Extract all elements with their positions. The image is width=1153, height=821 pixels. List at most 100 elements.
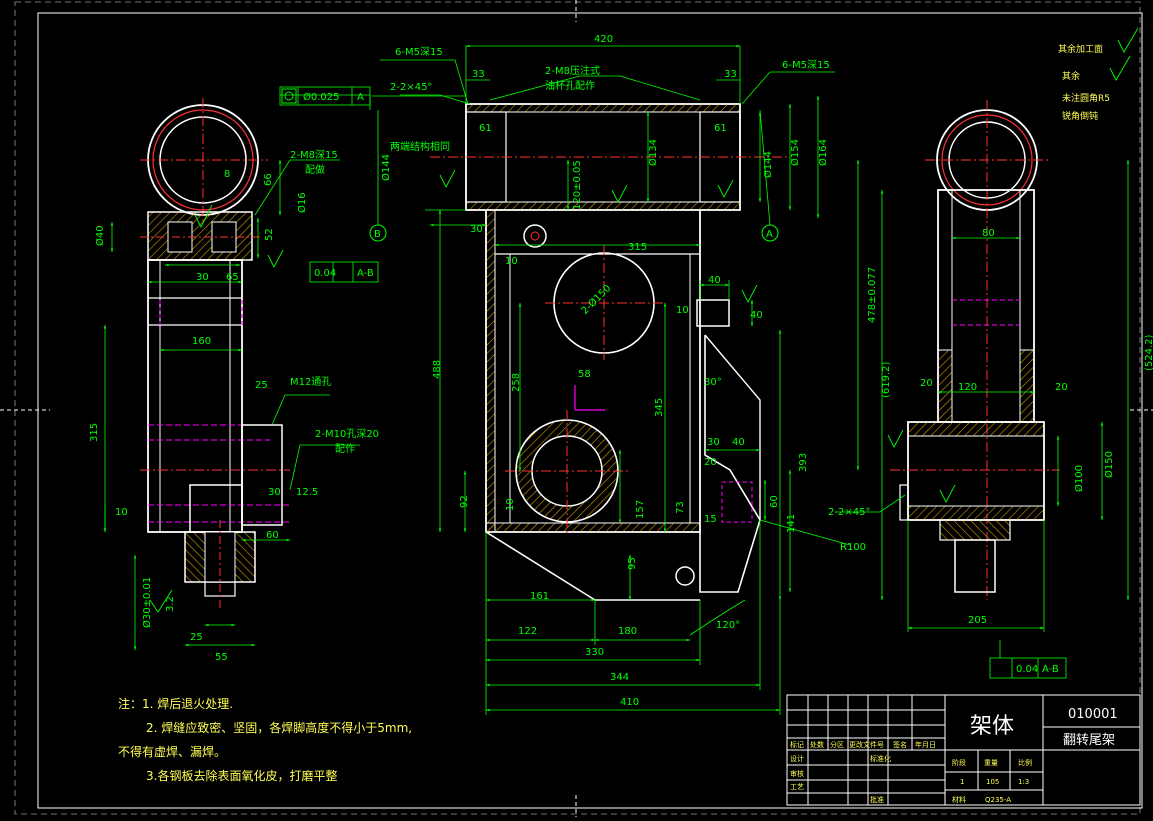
tb-weight-val: 105 xyxy=(986,778,999,786)
right-pin-flange xyxy=(939,519,1011,541)
dim-left-315: 315 xyxy=(89,423,100,442)
dim-front-10b: 10 xyxy=(676,305,689,316)
dim-front-15: 15 xyxy=(704,514,717,525)
front-oil-cup-center xyxy=(530,231,540,241)
right-pin xyxy=(954,539,996,593)
tb-qty: 1 xyxy=(960,778,964,786)
right-dimension-texts: 80 478±0.077 (619.2) (524.2) 20 120 20 2… xyxy=(828,228,1153,675)
dim-left-phi40: Ø40 xyxy=(94,225,106,246)
dim-left-8: 8 xyxy=(224,169,230,180)
dim-left-30b: 30 xyxy=(268,487,281,498)
dim-right-524: (524.2) xyxy=(1144,334,1153,371)
roughness-symbols xyxy=(149,27,1139,613)
dim-front-122: 122 xyxy=(518,626,537,637)
datum-a: A xyxy=(766,229,773,240)
dim-front-10c: 10 xyxy=(505,498,516,511)
tol-right-004: 0.04 xyxy=(1016,664,1038,675)
dim-left-2m10: 2-M10孔深20 xyxy=(315,428,379,440)
right-hub xyxy=(907,421,1045,521)
inner-frame xyxy=(14,1,1141,815)
title-block-labels: 标记 处数 分区 更改文件号 签名 年月日 设计 标准化 审核 工艺 批准 阶段… xyxy=(790,740,1032,804)
dim-left-phi30: Ø30±0.01 xyxy=(141,577,153,628)
dim-front-141: 141 xyxy=(786,514,797,533)
dim-right-phi150: Ø150 xyxy=(1103,451,1115,478)
right-hub-lip xyxy=(899,484,909,521)
dim-front-60: 60 xyxy=(769,495,780,508)
dim-front-phi134: Ø134 xyxy=(647,139,659,166)
dim-front-58: 58 xyxy=(578,369,591,380)
right-side-view xyxy=(890,100,1060,600)
tol-left-004: 0.04 xyxy=(314,268,336,279)
front-frame-wall-bottom xyxy=(485,522,701,533)
front-hidden-slot xyxy=(721,481,753,523)
front-oil-cup-hole xyxy=(523,224,547,248)
dim-front-10a: 10 xyxy=(505,256,518,267)
dim-front-40a: 40 xyxy=(708,275,721,286)
dim-front-61a: 61 xyxy=(479,123,492,134)
right-hub-wall-top xyxy=(907,421,1045,437)
tb-check: 审核 xyxy=(790,769,804,778)
dim-right-2x45: 2-2×45° xyxy=(828,507,870,518)
front-frame-wall-left xyxy=(485,209,496,533)
dim-front-393: 393 xyxy=(798,453,809,472)
tb-weight: 重量 xyxy=(984,759,998,767)
right-weld-a xyxy=(937,349,953,423)
dim-right-80: 80 xyxy=(982,228,995,239)
dim-front-phi154: Ø154 xyxy=(789,139,801,166)
note-line-4: 3.各钢板去除表面氧化皮，打磨平整 xyxy=(146,769,338,783)
dim-front-73: 73 xyxy=(675,501,686,514)
dim-front-120deg: 120° xyxy=(716,620,740,631)
dim-front-330: 330 xyxy=(585,647,604,658)
tb-scale: 比例 xyxy=(1018,758,1032,767)
tb-craft: 工艺 xyxy=(790,783,804,791)
dim-left-m12: M12通孔 xyxy=(290,376,331,388)
dim-right-205: 205 xyxy=(968,615,987,626)
datum-b: B xyxy=(374,229,381,240)
dim-front-30b: 30 xyxy=(707,437,720,448)
tb-stage: 阶段 xyxy=(952,758,966,767)
dim-left-phi16: Ø16 xyxy=(296,192,308,213)
dim-front-33a: 33 xyxy=(472,69,485,80)
dim-left-55: 55 xyxy=(215,652,228,663)
dim-left-10: 10 xyxy=(115,507,128,518)
dim-left-66: 66 xyxy=(263,173,274,186)
tb-standard: 标准化 xyxy=(870,754,891,763)
left-bottom-block xyxy=(189,484,243,533)
dim-right-478: 478±0.077 xyxy=(867,267,878,323)
dim-right-619: (619.2) xyxy=(881,361,892,398)
dim-right-20a: 20 xyxy=(920,378,933,389)
note-line-1: 注：1. 焊后退火处理. xyxy=(118,697,234,711)
dim-front-258: 258 xyxy=(511,373,522,392)
dim-front-157: 157 xyxy=(635,500,646,519)
dim-front-weld-note: 两端结构相同 xyxy=(390,140,450,153)
front-dimension-texts: 420 33 33 2-M8压注式 油杯孔配作 6-M5深15 6-M5深15 … xyxy=(303,34,866,708)
dim-right-20b: 20 xyxy=(1055,382,1068,393)
left-column xyxy=(147,259,243,533)
dim-left-25b: 25 xyxy=(190,632,203,643)
dim-front-33b: 33 xyxy=(724,69,737,80)
dim-left-30: 30 xyxy=(196,272,209,283)
tb-drawing-no: 010001 xyxy=(1068,707,1118,722)
tb-hdr-mark: 标记 xyxy=(790,740,804,749)
tb-approve: 批准 xyxy=(870,795,884,804)
dim-front-40c: 40 xyxy=(732,437,745,448)
dim-front-315: 315 xyxy=(628,242,647,253)
tb-material-label: 材料 xyxy=(952,795,966,804)
dim-left-65: 65 xyxy=(226,272,239,283)
dim-front-488: 488 xyxy=(432,360,443,379)
front-foot-hole xyxy=(675,566,695,586)
dim-front-r100: R100 xyxy=(840,542,866,553)
dim-front-phi164: Ø164 xyxy=(817,139,829,166)
tb-hdr-date: 年月日 xyxy=(915,740,936,749)
dim-left-2m8b: 配做 xyxy=(305,163,325,176)
dim-front-2x45: 2-2×45° xyxy=(390,82,432,93)
roughness-rest: 其余加工面 xyxy=(1058,43,1103,55)
roughness-rest2: 其余 xyxy=(1062,70,1080,82)
roughness-fillet: 未注圆角R5 xyxy=(1062,92,1110,104)
tol-front-phi: Ø0.025 xyxy=(303,91,340,103)
dim-front-30deg: 30° xyxy=(704,377,722,388)
dim-front-2phi150: 2-Ø150 xyxy=(579,282,614,317)
right-hub-wall-bottom xyxy=(907,505,1045,521)
